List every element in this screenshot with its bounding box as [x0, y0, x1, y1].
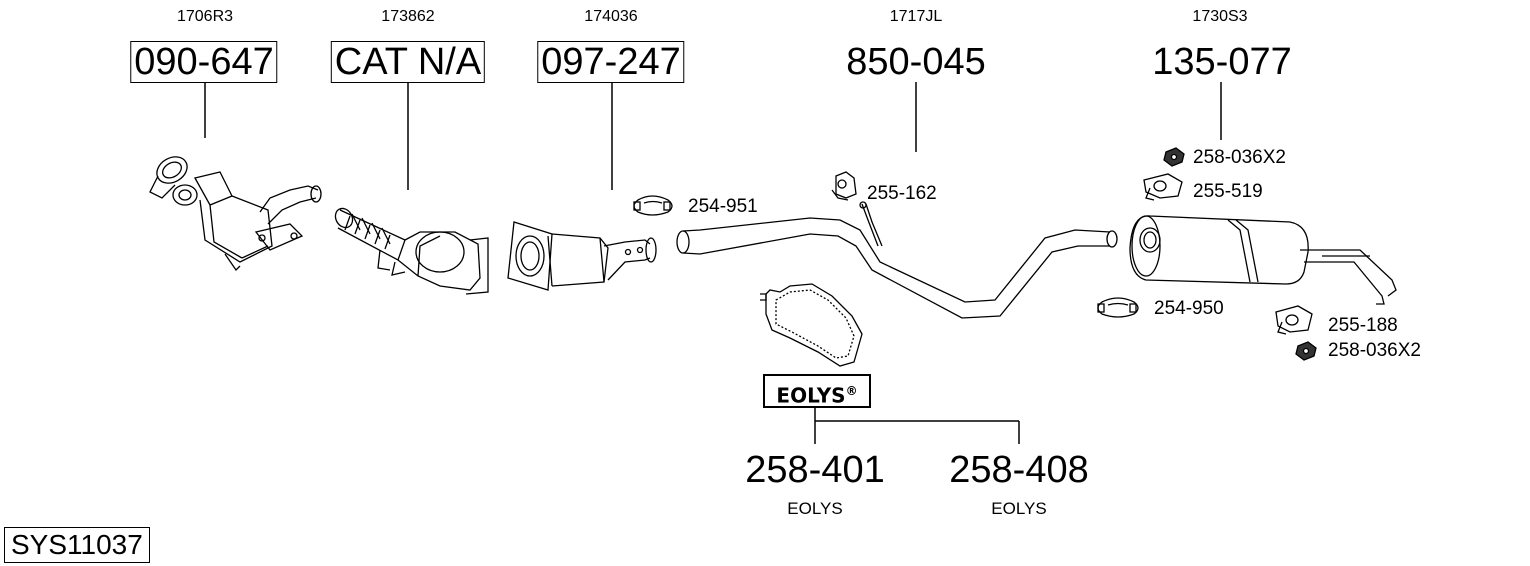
eolys-brand-box: EOLYS® — [763, 374, 871, 408]
middle-pipe-drawing — [676, 201, 1118, 319]
eolys-sub-label-2: EOLYS — [991, 499, 1047, 518]
ref-code-1: 1706R3 — [176, 8, 234, 25]
clamp-254-951-icon — [633, 195, 673, 216]
part-number-6[interactable]: 258-401 — [745, 449, 885, 491]
label-nut-258-036x2[interactable]: 258-036X2 — [1193, 147, 1286, 168]
clamp-254-950-icon — [1097, 297, 1139, 318]
eolys-sub-label-1: EOLYS — [787, 499, 843, 518]
label-mount-255-188[interactable]: 255-188 — [1328, 315, 1398, 336]
part-number-2[interactable]: CAT N/A — [330, 41, 486, 83]
leader-lines — [204, 82, 1222, 444]
ref-code-3: 174036 — [584, 8, 638, 25]
system-id-label: SYS11037 — [4, 527, 150, 563]
registered-mark: ® — [845, 384, 858, 398]
ref-code-5: 1730S3 — [1192, 8, 1248, 25]
label-clamp-254-950[interactable]: 254-950 — [1154, 298, 1224, 319]
label-mount-255-519[interactable]: 255-519 — [1193, 181, 1263, 202]
part-number-7[interactable]: 258-408 — [949, 449, 1089, 491]
particle-filter-drawing — [507, 221, 657, 291]
label-mount-255-162[interactable]: 255-162 — [867, 183, 937, 204]
ref-code-4: 1717JL — [889, 8, 943, 25]
flex-pipe-catalyst-drawing — [334, 207, 489, 295]
eolys-brand-text: EOLYS — [776, 383, 846, 408]
label-clamp-254-951[interactable]: 254-951 — [688, 196, 758, 217]
nut-258-036x2-icon — [1163, 147, 1185, 167]
ref-code-2: 173862 — [381, 8, 435, 25]
part-number-4[interactable]: 850-045 — [846, 41, 986, 83]
part-number-1[interactable]: 090-647 — [130, 41, 278, 83]
part-number-5[interactable]: 135-077 — [1152, 41, 1292, 83]
rear-silencer-drawing — [1129, 215, 1397, 305]
eolys-bag-drawing — [760, 283, 863, 367]
mount-255-162-icon — [831, 171, 857, 201]
label-nut-258-036x2-lower[interactable]: 258-036X2 — [1328, 340, 1421, 361]
catalyst-manifold-drawing — [149, 156, 322, 272]
mount-255-188-icon — [1275, 305, 1313, 335]
part-number-3[interactable]: 097-247 — [537, 41, 685, 83]
mount-255-519-icon — [1143, 173, 1183, 201]
nut-258-036x2-lower-icon — [1295, 341, 1317, 361]
